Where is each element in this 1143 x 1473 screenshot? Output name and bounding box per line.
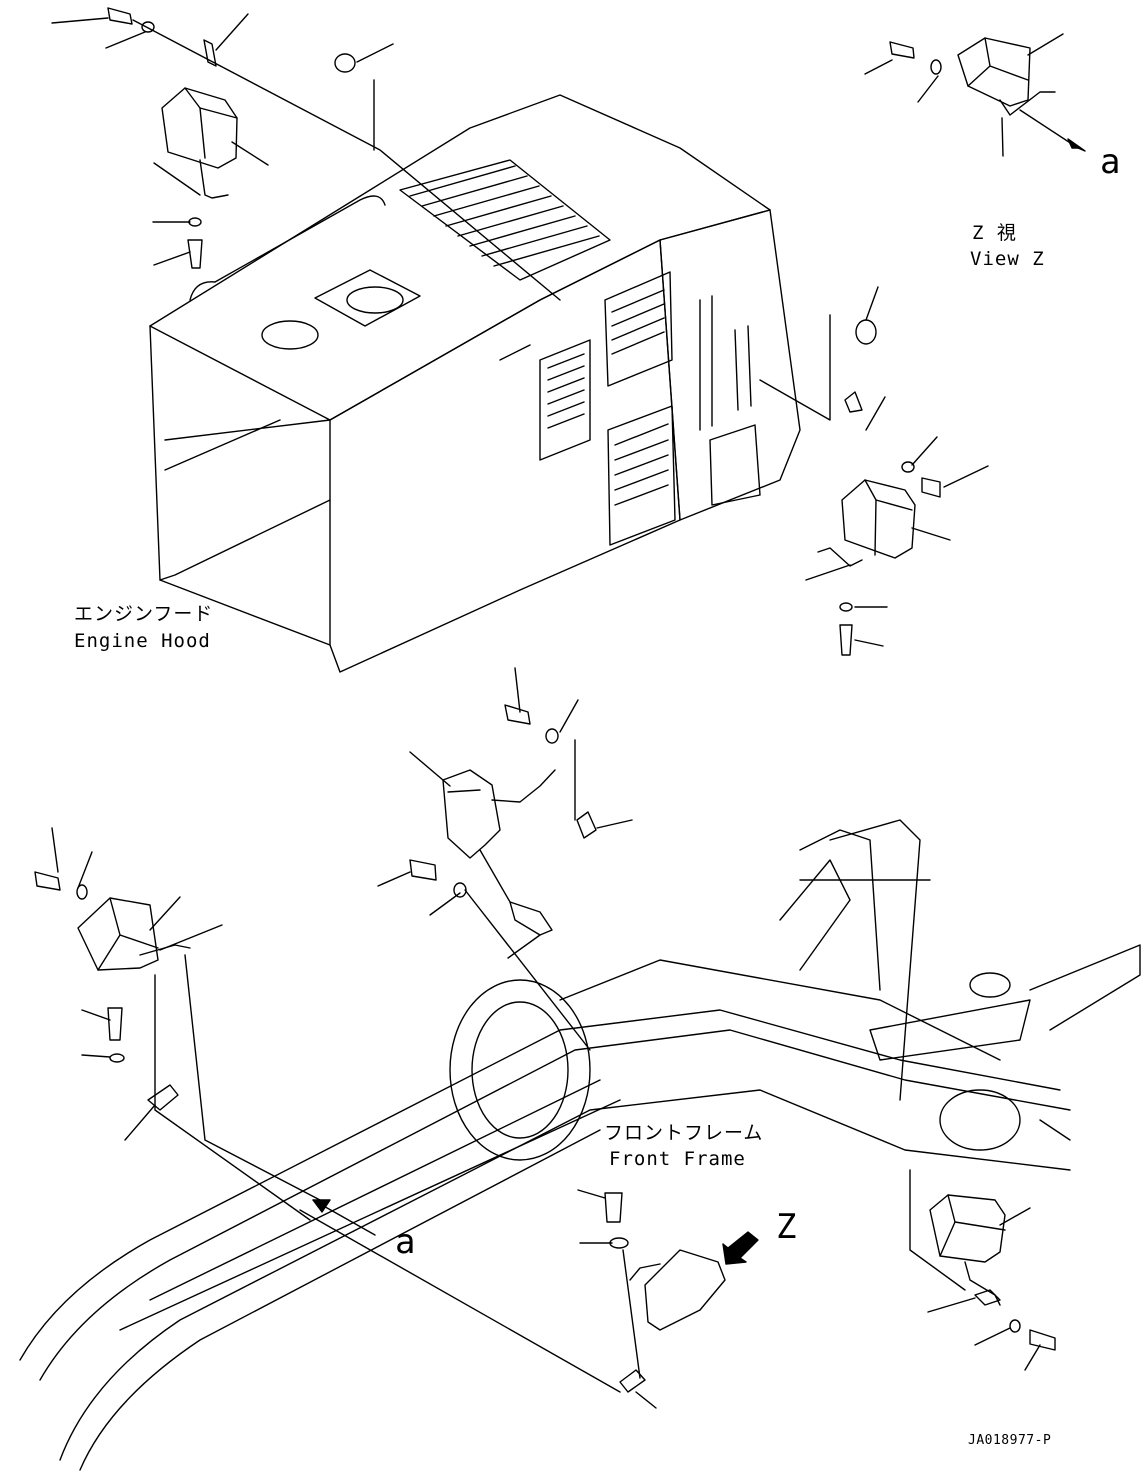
leader-lines-upper <box>51 13 394 266</box>
work-lamp-frame-left <box>34 827 321 1221</box>
work-lamp-frame-bottom <box>299 1189 726 1409</box>
view-z-label-en: View Z <box>970 248 1045 270</box>
reference-a-bottom: a <box>395 1222 416 1262</box>
work-lamp-hood-left <box>107 7 561 301</box>
front-frame-label-ja: フロントフレーム <box>604 1122 764 1144</box>
drawing-number: JA018977-P <box>968 1433 1052 1448</box>
engine-hood-label-en: Engine Hood <box>74 630 211 652</box>
work-lamp-view-z <box>864 33 1086 157</box>
work-lamp-frame-right <box>909 1169 1056 1371</box>
view-z-label-ja: Z 視 <box>972 222 1017 244</box>
front-frame <box>19 819 1141 1471</box>
reference-a-top: a <box>1100 142 1121 182</box>
engine-hood <box>149 94 801 673</box>
reference-arrows <box>312 1199 759 1265</box>
front-frame-label-en: Front Frame <box>609 1148 746 1170</box>
view-z-marker: Z <box>776 1207 797 1247</box>
work-lamp-hood-right <box>759 286 989 656</box>
work-lamp-frame-center <box>377 667 633 1051</box>
engine-hood-label-ja: エンジンフード <box>74 603 214 625</box>
